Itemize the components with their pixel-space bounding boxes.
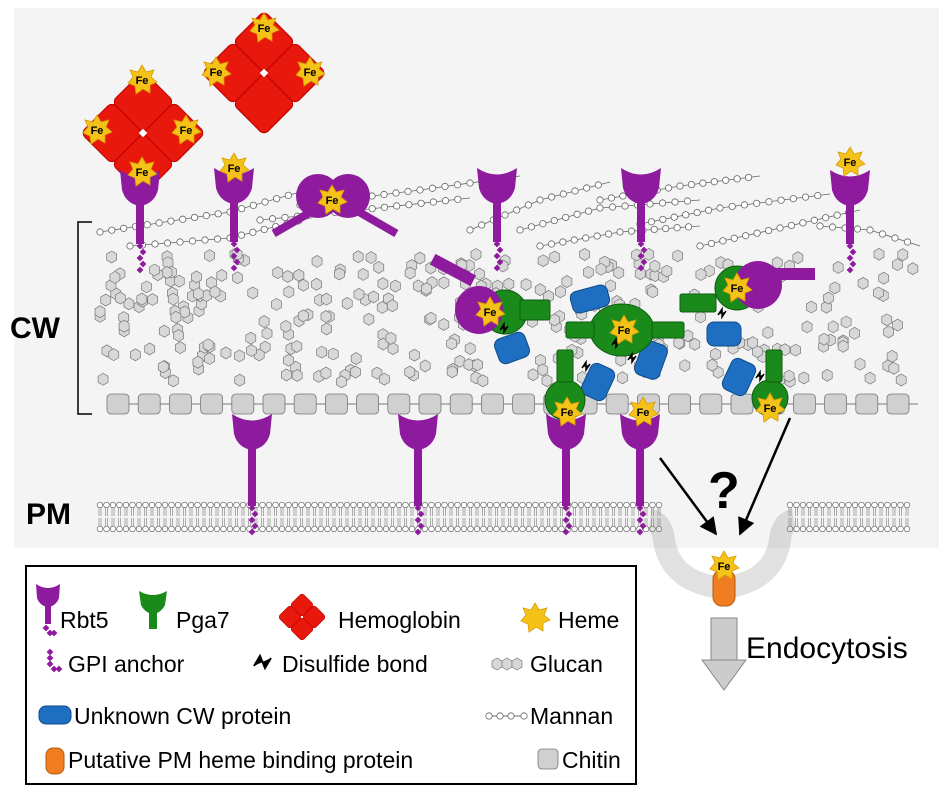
legend-mannan: Mannan (530, 703, 613, 729)
heme-molecule: Fe (755, 392, 786, 423)
heme-molecule: Fe (82, 114, 113, 145)
svg-text:Fe: Fe (637, 407, 650, 419)
heme-molecule: Fe (835, 146, 866, 177)
heme-molecule: Fe (317, 184, 348, 215)
legend-hemoglobin: Hemoglobin (338, 607, 461, 633)
svg-text:Fe: Fe (844, 157, 857, 169)
heme-molecule: Fe (628, 396, 659, 427)
heme-molecule: Fe (722, 272, 753, 303)
heme-molecule: Fe (201, 56, 232, 87)
unknown-cw-protein (580, 362, 616, 402)
disulfide-bond-legend-icon (253, 653, 272, 671)
svg-text:Fe: Fe (210, 67, 223, 79)
legend-box (25, 565, 637, 785)
legend-putative-pm-protein: Putative PM heme binding protein (68, 747, 413, 773)
rbt5-protein (214, 168, 254, 272)
glucan-legend-icon (491, 657, 523, 671)
heme-molecule: Fe (475, 296, 506, 327)
unknown-cw-protein (493, 331, 531, 365)
pga7-legend-icon (139, 591, 167, 629)
svg-text:Fe: Fe (764, 403, 777, 415)
svg-text:Fe: Fe (561, 407, 574, 419)
svg-text:Fe: Fe (91, 125, 104, 137)
svg-text:Fe: Fe (180, 125, 193, 137)
unknown-cw-protein-legend-icon (38, 705, 72, 725)
unknown-cw-protein (569, 284, 611, 314)
svg-text:Fe: Fe (326, 195, 339, 207)
rbt5-legend-icon (36, 584, 60, 637)
hemoglobin-legend-icon (278, 593, 326, 641)
unknown-cw-protein (721, 357, 757, 397)
rbt5-protein (830, 170, 870, 274)
legend-gpi-anchor: GPI anchor (68, 651, 185, 677)
unknown-cw-protein (706, 321, 742, 347)
heme-molecule: Fe (219, 152, 250, 183)
transfer-arrow (658, 457, 718, 536)
heme-molecule: Fe (127, 156, 158, 187)
legend-rbt5: Rbt5 (60, 607, 109, 633)
svg-text:Fe: Fe (258, 23, 271, 35)
rbt5-protein (477, 168, 517, 272)
transfer-arrow (738, 417, 792, 536)
svg-text:Fe: Fe (484, 307, 497, 319)
heme-molecule: Fe (295, 56, 326, 87)
svg-text:Fe: Fe (228, 163, 241, 175)
svg-text:Fe: Fe (731, 283, 744, 295)
cw-label: CW (10, 312, 61, 345)
disulfide-bonds (499, 306, 765, 383)
svg-text:Fe: Fe (304, 67, 317, 79)
rbt5-protein (546, 414, 586, 536)
legend-unknown-cw-protein: Unknown CW protein (74, 703, 291, 729)
legend-disulfide-bond: Disulfide bond (282, 651, 428, 677)
heme-molecule: Fe (171, 114, 202, 145)
heme-molecule: Fe (249, 12, 280, 43)
heme-molecule: Fe (609, 314, 640, 345)
question-mark: ? (708, 462, 740, 520)
legend: Rbt5 Pga7 Hemoglobin Heme GPI anchor Dis… (25, 565, 637, 785)
chitin-legend-icon (537, 748, 559, 770)
rbt5-protein (232, 414, 272, 536)
heme-molecule: Fe (709, 550, 740, 581)
rbt5-protein (398, 414, 438, 536)
svg-text:Fe: Fe (718, 561, 731, 573)
heme-molecule: Fe (552, 396, 583, 427)
legend-chitin: Chitin (562, 747, 621, 773)
rbt5-protein (620, 414, 660, 536)
endocytosis-arrow (701, 617, 747, 691)
endocytosis-label: Endocytosis (746, 632, 908, 665)
svg-text:Fe: Fe (618, 325, 631, 337)
legend-glucan: Glucan (530, 651, 603, 677)
cw-bracket (77, 221, 92, 415)
rbt5-protein (621, 168, 661, 272)
legend-heme: Heme (558, 607, 619, 633)
svg-text:Fe: Fe (136, 75, 149, 87)
heme-molecule: Fe (127, 64, 158, 95)
mannan-legend-icon (485, 712, 528, 720)
pm-label: PM (26, 498, 71, 531)
svg-text:Fe: Fe (136, 167, 149, 179)
legend-pga7: Pga7 (176, 607, 230, 633)
pm-protein-legend-icon (45, 747, 65, 775)
rbt5-protein (120, 170, 160, 274)
